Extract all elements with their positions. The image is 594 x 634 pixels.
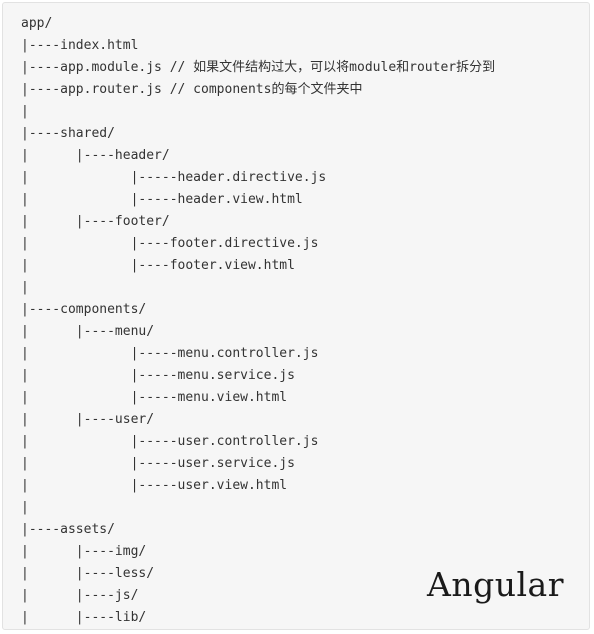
- angular-watermark: Angular: [427, 565, 564, 604]
- code-line: |----app.router.js // components的每个文件夹中: [21, 82, 363, 97]
- code-line: | |-----user.controller.js: [21, 434, 319, 449]
- code-line: | |-----user.service.js: [21, 456, 295, 471]
- code-line: | |-----menu.service.js: [21, 368, 295, 383]
- code-line: | |-----menu.controller.js: [21, 346, 319, 361]
- code-line: app/: [21, 16, 53, 31]
- code-line: |----shared/: [21, 126, 115, 141]
- code-line: | |-----header.directive.js: [21, 170, 327, 185]
- code-line: | |----lib/: [21, 610, 147, 625]
- code-line: | |----footer.view.html: [21, 258, 295, 273]
- directory-tree: app/ |----index.html |----app.module.js …: [21, 13, 495, 629]
- code-line: |----components/: [21, 302, 147, 317]
- code-line: |: [21, 104, 29, 119]
- code-line: |----app.module.js // 如果文件结构过大，可以将module…: [21, 60, 496, 75]
- code-line: |----assets/: [21, 522, 115, 537]
- code-line: | |----js/: [21, 588, 139, 603]
- code-line: | |----user/: [21, 412, 155, 427]
- code-line: |: [21, 280, 29, 295]
- code-line: | |-----header.view.html: [21, 192, 303, 207]
- code-line: |----index.html: [21, 38, 139, 53]
- code-line: |: [21, 500, 29, 515]
- code-line: | |-----user.view.html: [21, 478, 288, 493]
- code-line: | |----header/: [21, 148, 170, 163]
- code-line: | |-----menu.view.html: [21, 390, 288, 405]
- code-line: | |----footer.directive.js: [21, 236, 319, 251]
- code-line: | |----less/: [21, 566, 155, 581]
- code-line: | |----img/: [21, 544, 147, 559]
- code-line: | |----menu/: [21, 324, 155, 339]
- code-line: | |----footer/: [21, 214, 170, 229]
